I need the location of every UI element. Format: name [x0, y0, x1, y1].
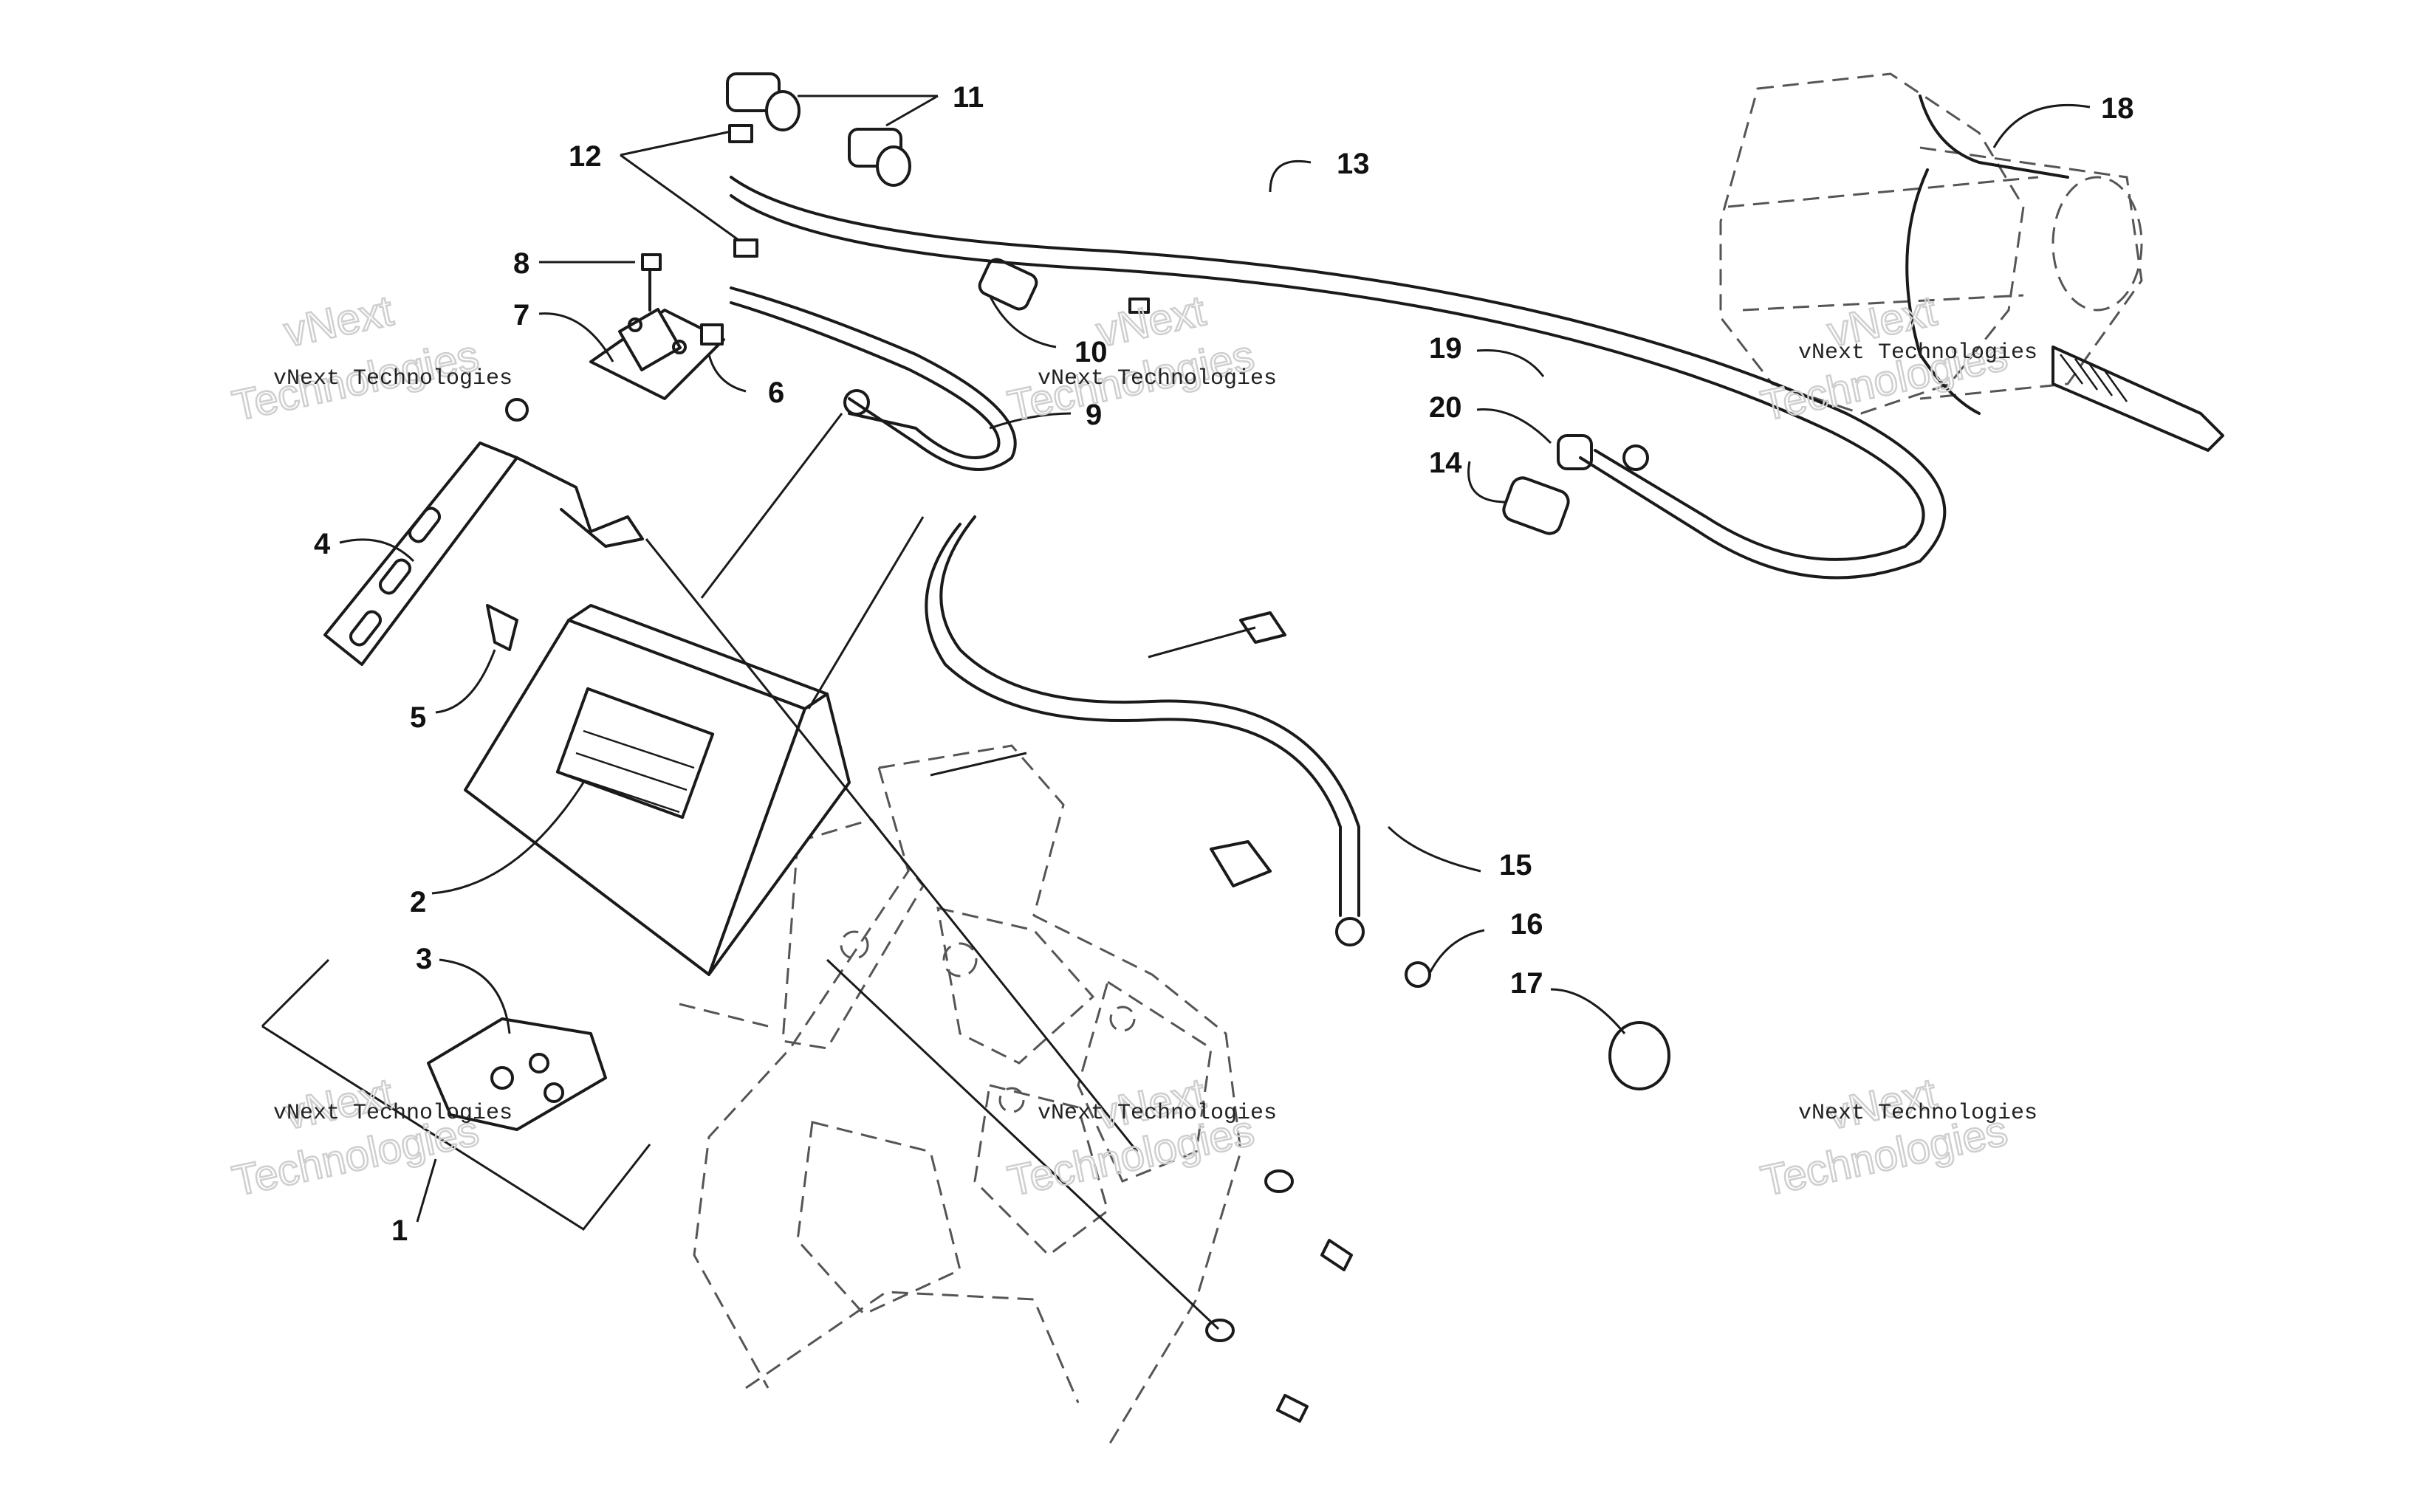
battery [464, 604, 851, 976]
callout-17: 17 [1510, 967, 1543, 1000]
bolt-a [1320, 1239, 1353, 1271]
callout-3: 3 [416, 943, 432, 975]
callout-19: 19 [1429, 332, 1462, 365]
callout-1: 1 [391, 1214, 408, 1247]
hardware-kit [261, 958, 651, 1231]
nut-20 [1557, 434, 1593, 470]
callout-6: 6 [768, 377, 784, 409]
callout-14: 14 [1429, 447, 1462, 479]
starter-motor-ghost [1719, 72, 2224, 452]
callout-10: 10 [1074, 336, 1108, 368]
washer-a [1264, 1169, 1294, 1193]
leader-lines [339, 94, 2091, 1330]
bolt-15 [1210, 840, 1272, 887]
lock-washer-19 [1128, 298, 1150, 314]
cable-13-lower [730, 194, 1925, 561]
watermark-top-left: vNext Technologies vNext Technologies [227, 286, 513, 431]
cables [730, 94, 2069, 946]
bolt-top [1239, 611, 1286, 644]
watermark-text: vNext Technologies [273, 1101, 513, 1126]
cable-9-lower [730, 301, 1001, 459]
callout-11: 11 [953, 81, 984, 114]
terminal-boot-14 [1502, 476, 1570, 535]
bolt-b [1276, 1394, 1309, 1423]
battery-bracket [323, 398, 644, 666]
nut-12a [728, 124, 753, 143]
bolt-5 [486, 604, 518, 651]
callout-15: 15 [1499, 849, 1532, 882]
wire-18 [1905, 168, 1981, 415]
callout-2: 2 [410, 886, 426, 918]
callout-18: 18 [2101, 92, 2134, 125]
watermark-text: vNext Technologies [273, 366, 513, 391]
cable-15-upper [939, 515, 1360, 917]
callouts: 1 2 3 4 5 6 7 8 9 10 11 12 13 14 15 16 1… [314, 81, 2134, 1247]
nut-8 [641, 253, 662, 271]
washer-b [1205, 1319, 1235, 1342]
watermark-bottom-right: vNext Technologies vNext Technologies [1756, 1068, 2037, 1206]
cable-15-lower [925, 523, 1342, 917]
callout-4: 4 [314, 528, 331, 560]
callout-7: 7 [513, 299, 529, 331]
watermark-text: vNext Technologies [1798, 1101, 2037, 1126]
terminal-boot-10 [978, 258, 1038, 311]
callout-5: 5 [410, 701, 426, 734]
callout-8: 8 [513, 247, 529, 280]
callout-12: 12 [569, 140, 602, 173]
callout-20: 20 [1429, 391, 1462, 424]
svg-text:vNext: vNext [280, 286, 397, 356]
watermark-text: vNext Technologies [1798, 340, 2037, 365]
callout-9: 9 [1086, 399, 1102, 431]
callout-16: 16 [1510, 908, 1543, 941]
cable-13-upper [730, 176, 1947, 580]
chassis-frame-ghost [679, 744, 1242, 1448]
watermark-top-center: vNext Technologies vNext Technologies [1003, 286, 1277, 431]
watermark-text: vNext Technologies [1038, 366, 1277, 391]
nut-6 [700, 323, 724, 346]
clamp-17 [1608, 1021, 1670, 1090]
star-washer-16 [1405, 961, 1431, 988]
nut-12b [733, 238, 758, 258]
small-hardware [486, 72, 1670, 1423]
cable-9-upper [730, 286, 1017, 471]
watermark-text: vNext Technologies [1038, 1101, 1277, 1126]
watermark-bottom-center: vNext Technologies vNext Technologies [1003, 1068, 1277, 1206]
callout-13: 13 [1337, 148, 1370, 180]
